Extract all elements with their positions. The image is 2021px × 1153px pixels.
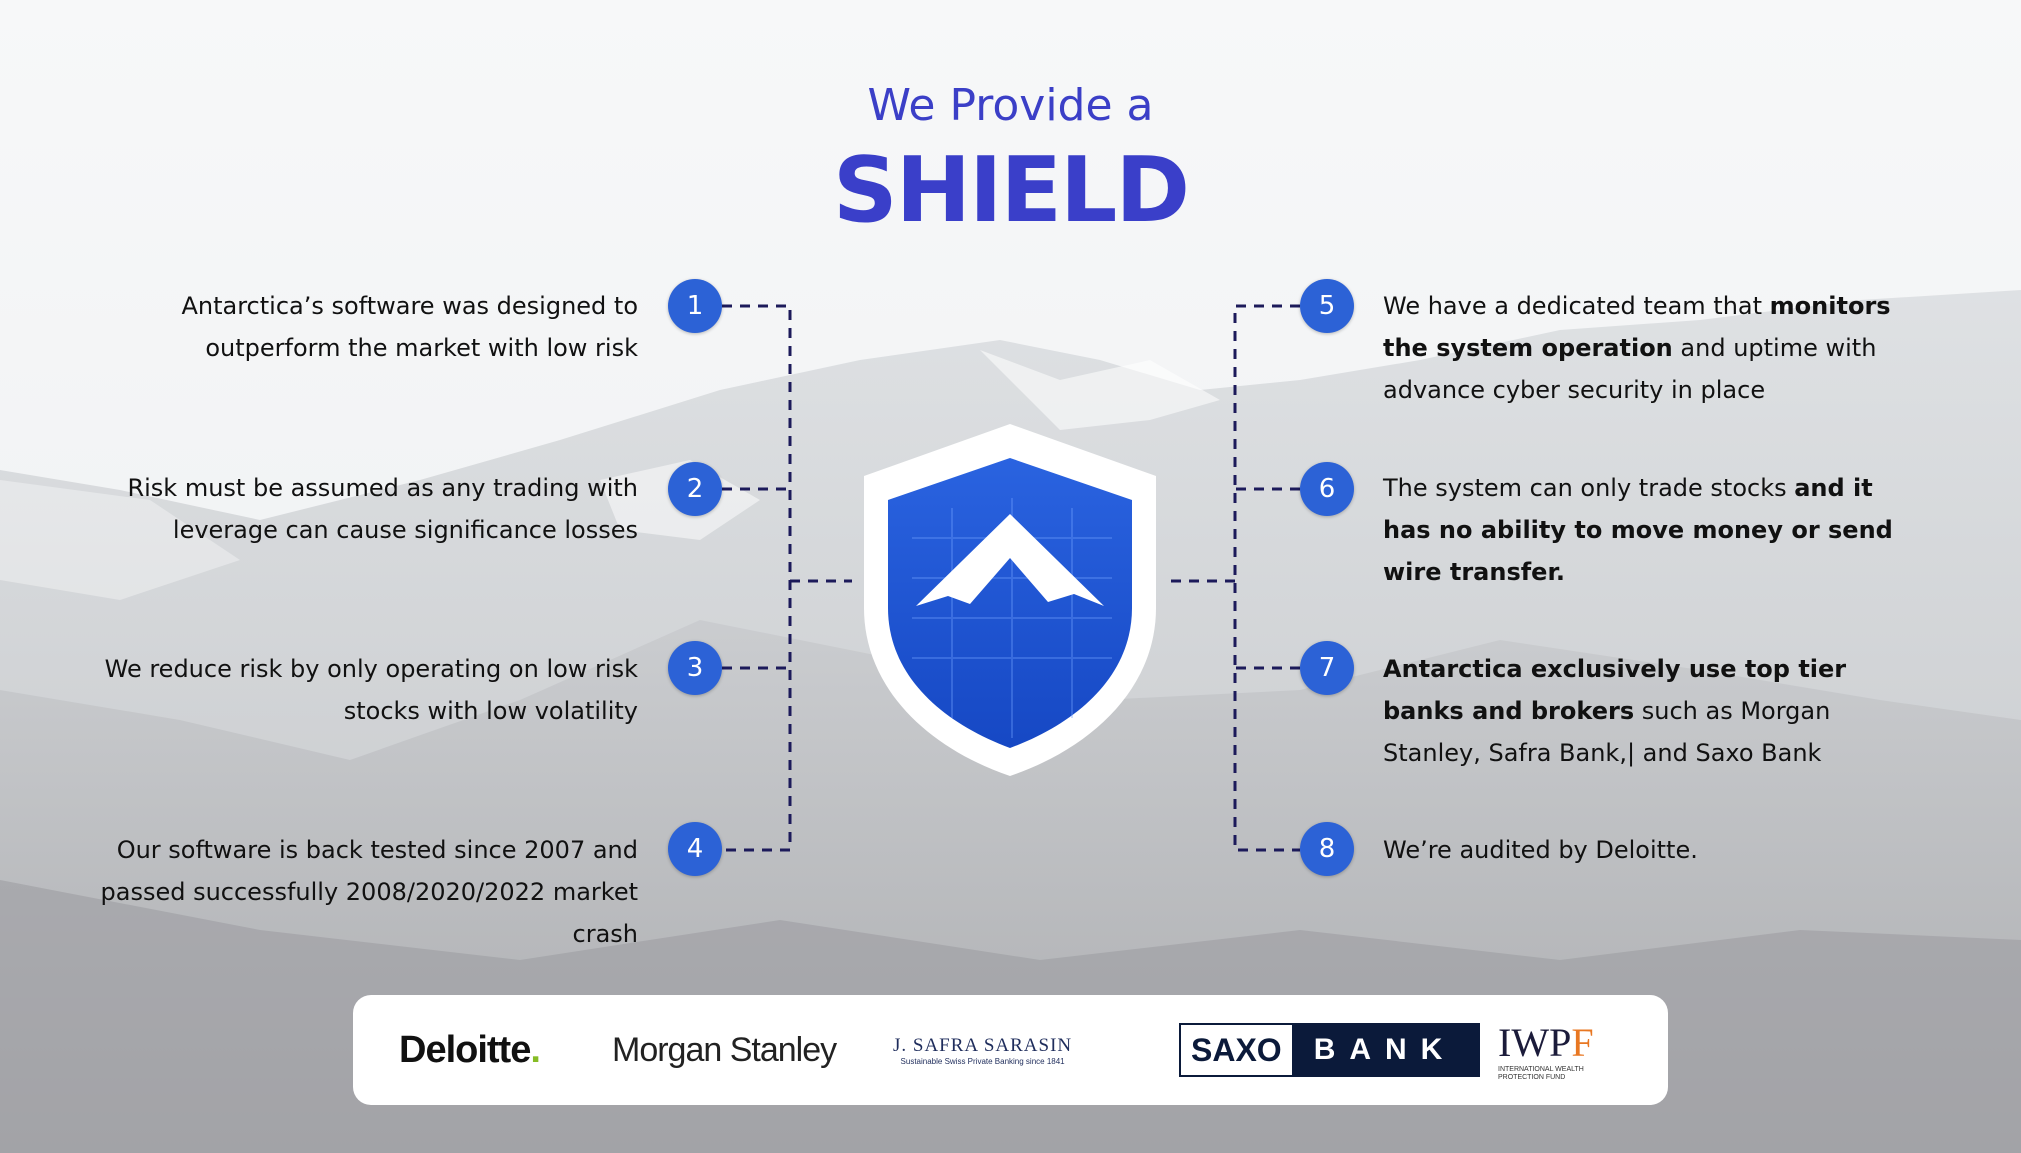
partner-logos: Deloitte. Morgan Stanley J. SAFRA SARASI…	[353, 995, 1668, 1105]
point-6-text: The system can only trade stocks and it …	[1383, 467, 1903, 593]
point-7-bold: Antarctica exclusively use top tier bank…	[1383, 655, 1847, 725]
title-small: We Provide a	[867, 80, 1154, 131]
point-4-text: Our software is back tested since 2007 a…	[100, 836, 639, 948]
deloitte-logo: Deloitte.	[399, 995, 541, 1105]
iwp-wordmark: IWP	[1498, 1019, 1572, 1065]
deloitte-wordmark: Deloitte	[399, 1028, 531, 1071]
point-5-text: We have a dedicated team that monitors t…	[1383, 285, 1903, 411]
sarasin-wordmark: J. SAFRA SARASIN	[893, 1034, 1073, 1056]
point-5-pre: We have a dedicated team that	[1383, 292, 1770, 320]
badge-3: 3	[668, 641, 722, 695]
iwp-f: F	[1571, 1019, 1594, 1065]
badge-5: 5	[1300, 279, 1354, 333]
badge-7: 7	[1300, 641, 1354, 695]
point-7-post: such as Morgan Stanley, Safra Bank,| and…	[1383, 697, 1831, 767]
iwpf-logo: IWPF INTERNATIONAL WEALTH PROTECTION FUN…	[1498, 995, 1594, 1105]
deloitte-dot: .	[530, 1028, 541, 1071]
iwp-sub1: INTERNATIONAL WEALTH	[1498, 1065, 1584, 1073]
point-5-post: and uptime with advance cyber security i…	[1383, 334, 1877, 404]
badge-1: 1	[668, 279, 722, 333]
iwp-sub2: PROTECTION FUND	[1498, 1073, 1566, 1081]
morgan-stanley-logo: Morgan Stanley	[612, 1030, 837, 1069]
safra-sarasin-logo: J. SAFRA SARASIN Sustainable Swiss Priva…	[893, 995, 1072, 1105]
shield-icon	[864, 424, 1156, 776]
point-3-text: We reduce risk by only operating on low …	[104, 655, 638, 725]
point-6-bold: and it has no ability to move money or s…	[1383, 474, 1893, 586]
badge-6: 6	[1300, 462, 1354, 516]
sarasin-tagline: Sustainable Swiss Private Banking since …	[900, 1056, 1065, 1066]
badge-4: 4	[668, 822, 722, 876]
title-big: SHIELD	[832, 138, 1190, 243]
badge-2: 2	[668, 462, 722, 516]
saxo-wordmark: SAXO	[1181, 1025, 1292, 1075]
point-5-bold: monitors the system operation	[1383, 292, 1891, 362]
point-8-text: We’re audited by Deloitte.	[1383, 829, 1903, 871]
badge-8: 8	[1300, 822, 1354, 876]
bank-wordmark: BANK	[1291, 1025, 1479, 1075]
point-1-text: Antarctica’s software was designed to ou…	[181, 292, 638, 362]
saxo-bank-logo: SAXO BANK	[1179, 995, 1481, 1105]
point-8-pre: We’re audited by Deloitte.	[1383, 836, 1698, 864]
point-2-text: Risk must be assumed as any trading with…	[127, 474, 638, 544]
point-7-text: Antarctica exclusively use top tier bank…	[1383, 648, 1903, 774]
point-6-pre: The system can only trade stocks	[1383, 474, 1795, 502]
